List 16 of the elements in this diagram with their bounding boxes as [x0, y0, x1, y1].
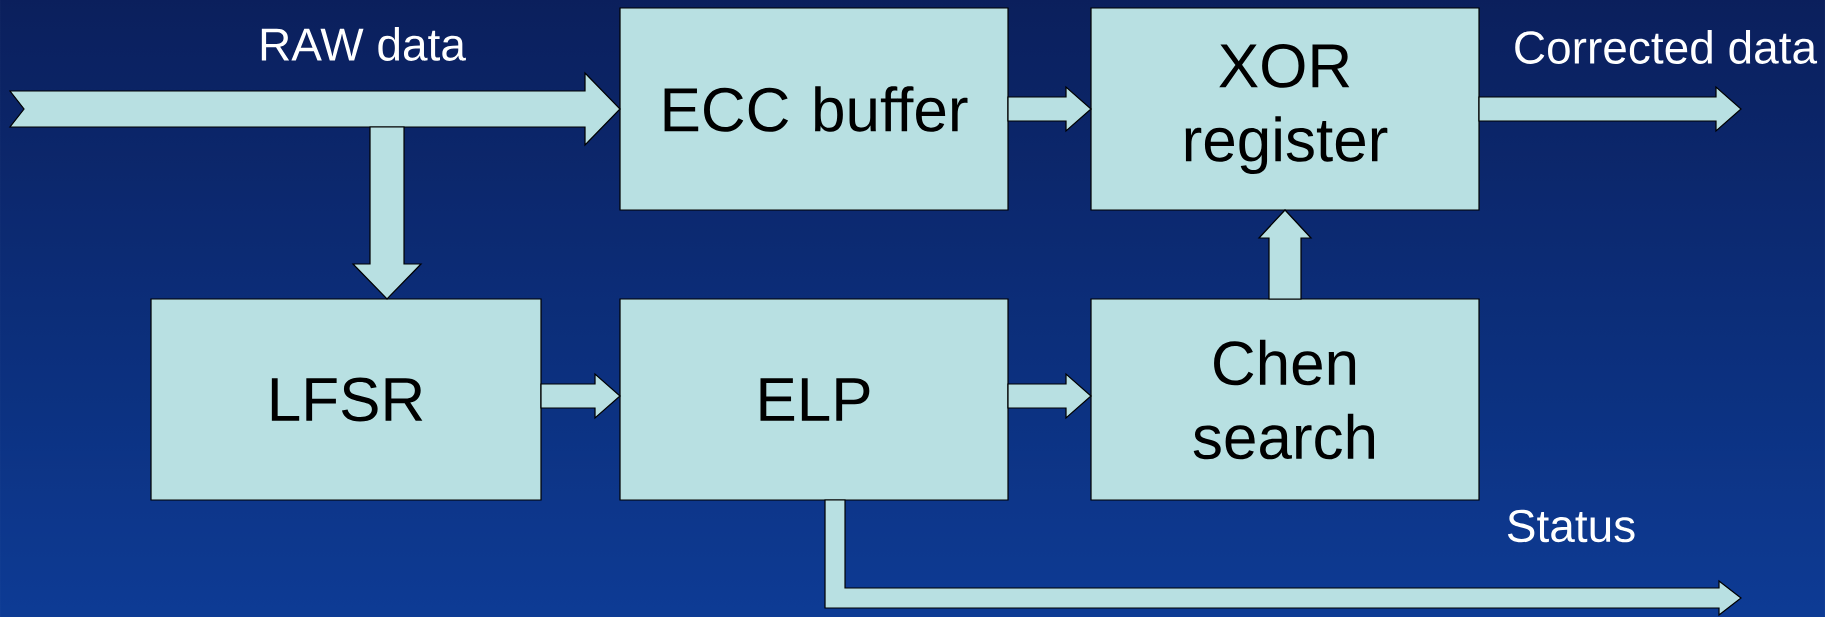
process-box: ECC buffer	[619, 7, 1009, 211]
block-arrow	[1007, 372, 1092, 420]
edge-label: RAW data	[261, 27, 466, 61]
edge-label: Corrected data	[1515, 30, 1818, 64]
process-box: LFSR	[150, 298, 542, 501]
process-box: XOR register	[1090, 7, 1480, 211]
block-arrow	[1257, 209, 1313, 300]
process-box: ELP	[619, 298, 1009, 501]
block-arrow	[1007, 85, 1092, 133]
edge-label: Status	[1507, 509, 1635, 543]
block-arrow	[540, 372, 621, 420]
block-arrow	[824, 499, 1742, 617]
block-arrow	[1478, 85, 1742, 133]
block-arrow	[8, 71, 621, 147]
block-arrow	[351, 126, 423, 300]
process-box: Chen search	[1090, 298, 1480, 501]
